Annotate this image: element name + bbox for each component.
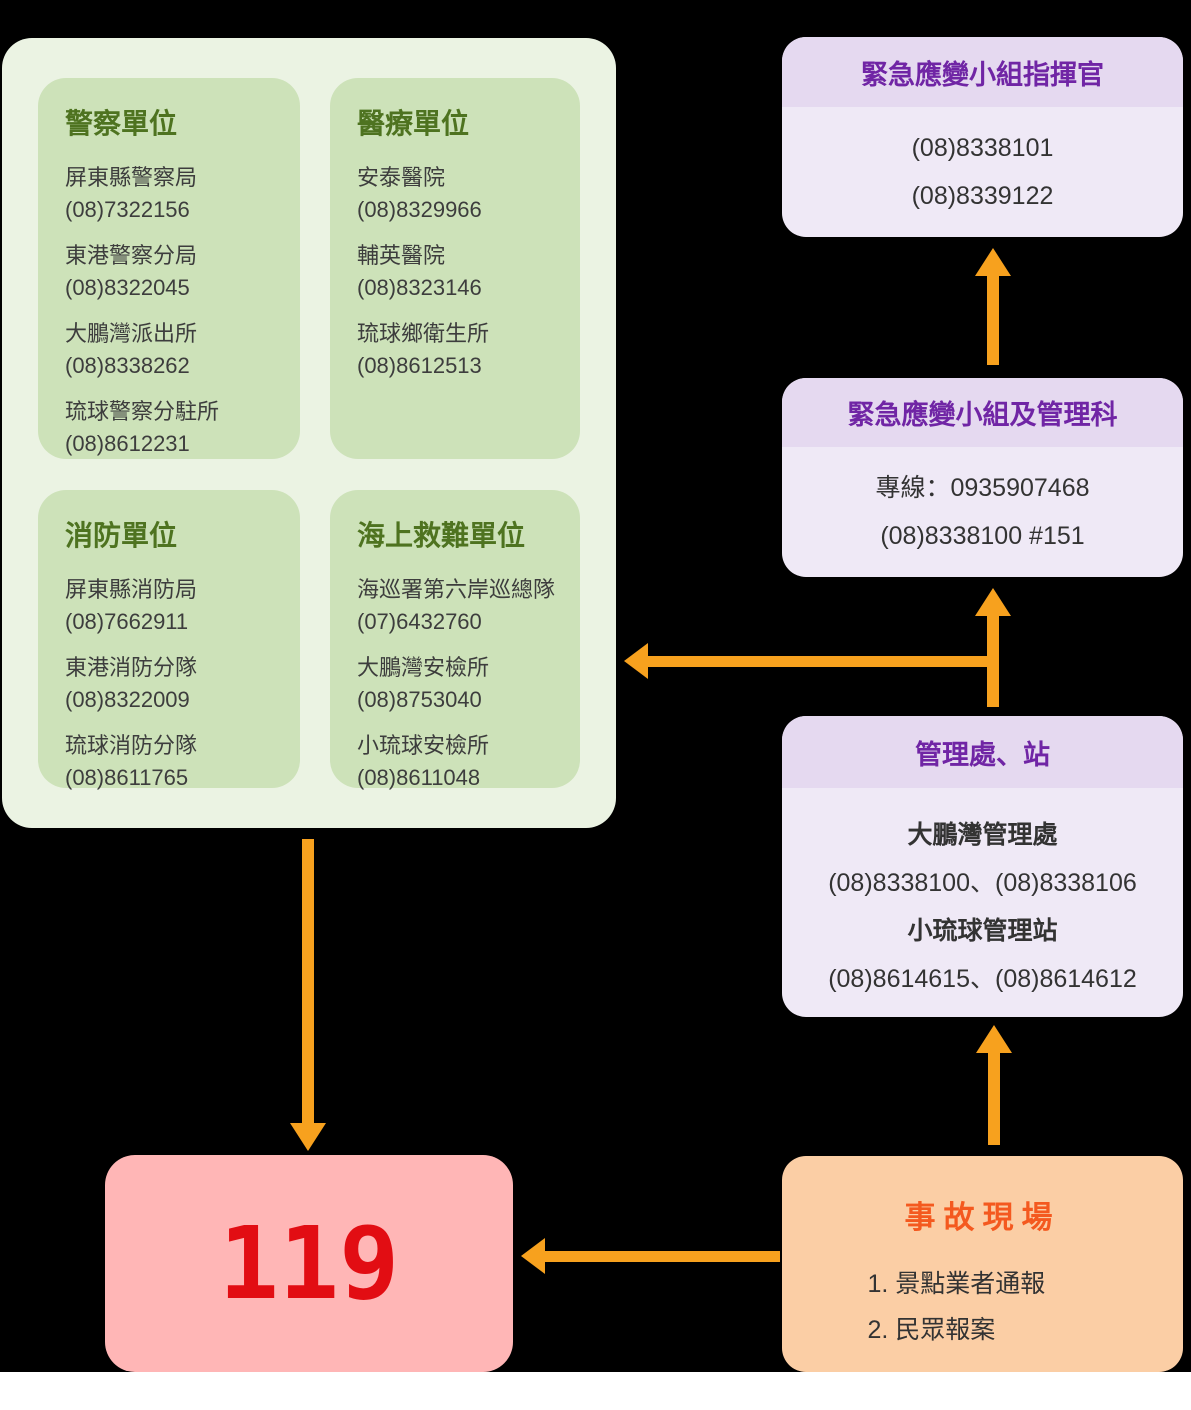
unit-phone: (08)8322045: [65, 275, 190, 300]
unit-phone: (08)7322156: [65, 197, 190, 222]
accident-scene-list: 1. 景點業者通報 2. 民眾報案: [868, 1261, 1098, 1353]
list-item: 琉球警察分駐所 (08)8612231: [65, 396, 300, 460]
arrow-shaft: [988, 1052, 1000, 1145]
list-item: 輔英醫院 (08)8323146: [357, 240, 580, 304]
unit-name: 東港警察分局: [65, 243, 198, 268]
commander-box-title: 緊急應變小組指揮官: [861, 59, 1104, 90]
response-team-box-title: 緊急應變小組及管理科: [847, 400, 1118, 430]
phone-line: (08)8338101: [911, 134, 1054, 162]
arrow-shaft: [987, 275, 999, 365]
list-item: 大鵬灣派出所 (08)8338262: [65, 318, 300, 382]
unit-name: 大鵬灣安檢所: [357, 655, 490, 680]
office-name: 小琉球管理站: [907, 917, 1058, 945]
police-units-title: 警察單位: [65, 108, 178, 139]
arrow-head-icon: [975, 248, 1011, 276]
unit-phone: (08)8753040: [357, 687, 482, 712]
list-item: 琉球鄉衛生所 (08)8612513: [357, 318, 580, 382]
arrow-shaft: [302, 839, 314, 1124]
list-item: 屏東縣警察局 (08)7322156: [65, 162, 300, 226]
unit-name: 琉球鄉衛生所: [357, 321, 490, 346]
list-item: 小琉球安檢所 (08)8611048: [357, 730, 580, 794]
commander-box-body: (08)8338101 (08)8339122: [782, 107, 1183, 213]
commander-box-header: 緊急應變小組指揮官: [782, 37, 1183, 107]
arrow-shaft: [646, 656, 999, 667]
fire-units-box: 消防單位 屏東縣消防局 (08)7662911 東港消防分隊 (08)83220…: [38, 490, 300, 790]
medical-units-title: 醫療單位: [357, 108, 470, 139]
unit-phone: (08)8329966: [357, 197, 482, 222]
office-phones: (08)8614615、(08)8614612: [828, 965, 1137, 993]
list-item: 琉球消防分隊 (08)8611765: [65, 730, 300, 794]
emergency-119-box: 119: [105, 1155, 513, 1372]
office-name: 大鵬灣管理處: [907, 821, 1058, 849]
accident-scene-box: 事故現場 1. 景點業者通報 2. 民眾報案: [782, 1156, 1183, 1372]
list-item: 安泰醫院 (08)8329966: [357, 162, 580, 226]
arrow-head-icon: [521, 1238, 545, 1274]
unit-phone: (08)8322009: [65, 687, 190, 712]
response-team-box-header: 緊急應變小組及管理科: [782, 378, 1183, 447]
unit-phone: (08)8611765: [65, 765, 189, 790]
list-item: 大鵬灣安檢所 (08)8753040: [357, 652, 580, 716]
list-item: 1. 景點業者通報: [867, 1270, 1046, 1298]
list-item: 2. 民眾報案: [867, 1316, 996, 1344]
unit-phone: (08)8611048: [357, 765, 481, 790]
fire-units-title: 消防單位: [65, 520, 178, 551]
unit-name: 安泰醫院: [357, 165, 446, 190]
arrow-head-icon: [975, 588, 1011, 616]
management-office-box: 管理處、站 大鵬灣管理處 (08)8338100、(08)8338106 小琉球…: [782, 716, 1183, 1017]
unit-name: 輔英醫院: [357, 243, 446, 268]
emergency-119-number: 119: [218, 1205, 400, 1322]
list-item: 海巡署第六岸巡總隊 (07)6432760: [357, 574, 580, 638]
management-office-box-header: 管理處、站: [782, 716, 1183, 788]
unit-phone: (07)6432760: [357, 609, 482, 634]
footer-strip: [0, 1372, 1191, 1410]
arrow-head-icon: [290, 1123, 326, 1151]
unit-phone: (08)7662911: [65, 609, 189, 634]
list-item: 東港警察分局 (08)8322045: [65, 240, 300, 304]
unit-name: 小琉球安檢所: [357, 733, 490, 758]
commander-box: 緊急應變小組指揮官 (08)8338101 (08)8339122: [782, 37, 1183, 237]
list-item: 屏東縣消防局 (08)7662911: [65, 574, 300, 638]
phone-line: (08)8338100 #151: [880, 522, 1085, 550]
police-units-box: 警察單位 屏東縣警察局 (08)7322156 東港警察分局 (08)83220…: [38, 78, 300, 459]
unit-name: 屏東縣警察局: [65, 165, 198, 190]
response-team-box: 緊急應變小組及管理科 專線：0935907468 (08)8338100 #15…: [782, 378, 1183, 577]
arrow-head-icon: [624, 643, 648, 679]
management-office-box-body: 大鵬灣管理處 (08)8338100、(08)8338106 小琉球管理站 (0…: [782, 788, 1183, 996]
office-phones: (08)8338100、(08)8338106: [828, 869, 1137, 897]
accident-scene-title: 事故現場: [904, 1200, 1061, 1235]
phone-line: (08)8339122: [911, 182, 1054, 210]
management-office-box-title: 管理處、站: [915, 739, 1050, 770]
phone-line: 專線：0935907468: [875, 474, 1090, 502]
unit-name: 琉球消防分隊: [65, 733, 198, 758]
unit-name: 東港消防分隊: [65, 655, 198, 680]
marine-rescue-units-title: 海上救難單位: [357, 520, 526, 551]
marine-rescue-units-box: 海上救難單位 海巡署第六岸巡總隊 (07)6432760 大鵬灣安檢所 (08)…: [330, 490, 580, 790]
unit-name: 海巡署第六岸巡總隊: [357, 577, 556, 602]
unit-name: 琉球警察分駐所: [65, 399, 220, 424]
unit-name: 屏東縣消防局: [65, 577, 198, 602]
unit-name: 大鵬灣派出所: [65, 321, 198, 346]
response-team-box-body: 專線：0935907468 (08)8338100 #151: [782, 447, 1183, 553]
list-item: 東港消防分隊 (08)8322009: [65, 652, 300, 716]
arrow-shaft: [545, 1251, 780, 1262]
medical-units-box: 醫療單位 安泰醫院 (08)8329966 輔英醫院 (08)8323146 琉…: [330, 78, 580, 459]
unit-phone: (08)8612513: [357, 353, 482, 378]
arrow-head-icon: [976, 1025, 1012, 1053]
unit-phone: (08)8323146: [357, 275, 482, 300]
rescue-units-panel: 警察單位 屏東縣警察局 (08)7322156 東港警察分局 (08)83220…: [2, 38, 616, 828]
unit-phone: (08)8338262: [65, 353, 190, 378]
unit-phone: (08)8612231: [65, 431, 190, 456]
